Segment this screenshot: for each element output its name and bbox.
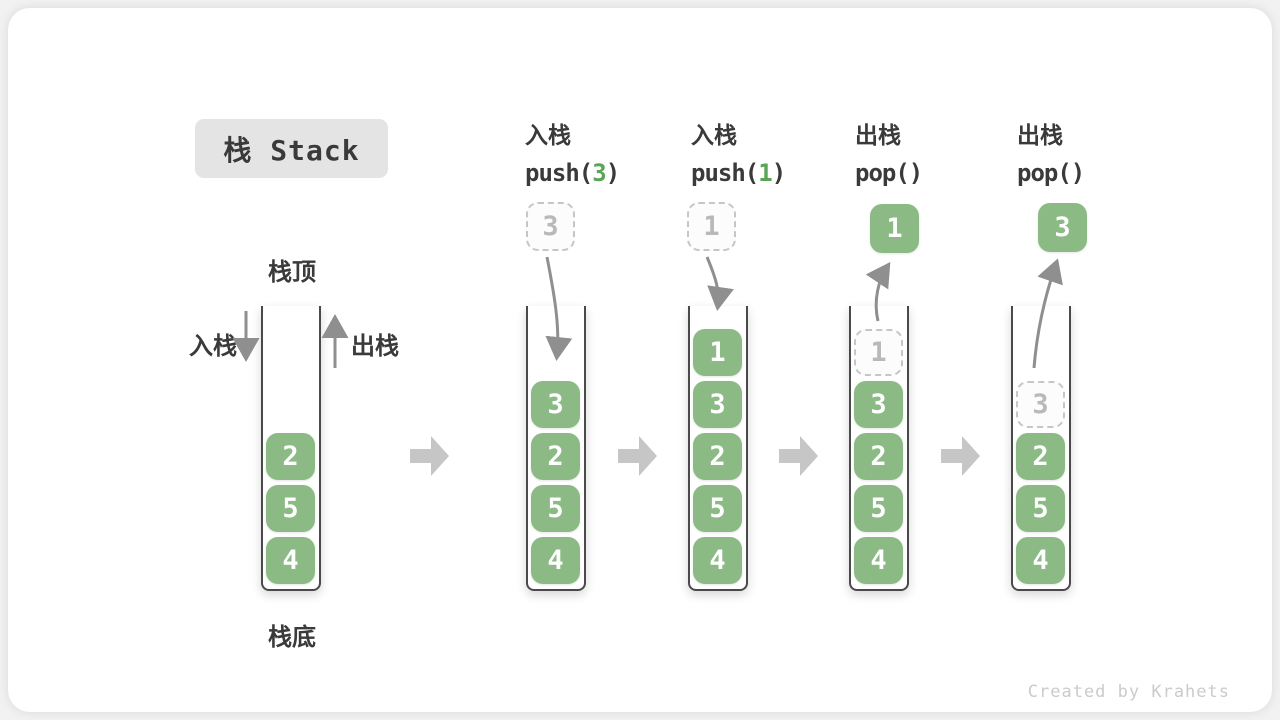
stack-cell: 5	[693, 485, 742, 532]
stack-cell: 2	[266, 433, 315, 480]
stack-cell: 3	[531, 381, 580, 428]
popped-value-cell: 3	[1038, 203, 1087, 252]
stack-cell: 3	[693, 381, 742, 428]
stack-cell: 2	[693, 433, 742, 480]
stack-container-initial: 2 5 4	[261, 306, 321, 591]
stack-container-after-pop-1: 1 3 2 5 4	[849, 306, 909, 591]
stack-cell: 2	[531, 433, 580, 480]
op-label: 入栈	[525, 122, 571, 148]
code-post: )	[605, 159, 620, 187]
op-header-push-3: 入栈 push(3)	[525, 116, 620, 187]
code-pre: pop()	[855, 159, 923, 187]
stack-cell: 4	[854, 537, 903, 584]
popped-ghost-cell: 1	[854, 329, 903, 376]
stack-cell: 4	[693, 537, 742, 584]
stack-bottom-label: 栈底	[268, 624, 316, 651]
op-header-pop-1: 出栈 pop()	[855, 116, 923, 187]
op-header-push-1: 入栈 push(1)	[691, 116, 786, 187]
flow-arrow-icon	[618, 436, 657, 476]
popped-ghost-cell: 3	[1016, 381, 1065, 428]
op-code: pop()	[1017, 159, 1085, 187]
stack-cell: 3	[854, 381, 903, 428]
stack-cell: 5	[854, 485, 903, 532]
stack-cell: 4	[266, 537, 315, 584]
code-post: )	[771, 159, 786, 187]
stack-cell: 5	[531, 485, 580, 532]
popped-value-cell: 1	[870, 204, 919, 253]
stack-top-label: 栈顶	[268, 259, 316, 286]
pushed-value-ghost-cell: 1	[687, 202, 736, 251]
stack-cell: 5	[266, 485, 315, 532]
op-label: 出栈	[855, 122, 901, 148]
flow-arrow-icon	[779, 436, 818, 476]
stack-cell: 5	[1016, 485, 1065, 532]
op-label: 入栈	[691, 122, 737, 148]
flow-arrow-icon	[410, 436, 449, 476]
code-arg: 1	[758, 159, 772, 187]
stack-cell: 4	[531, 537, 580, 584]
code-pre: push(	[525, 159, 593, 187]
push-1-arrow-icon	[705, 256, 734, 311]
stack-cell: 1	[693, 329, 742, 376]
stack-container-after-pop-2: 3 2 5 4	[1011, 306, 1071, 591]
title-badge: 栈 Stack	[195, 119, 388, 178]
pop-out-label: 出栈	[351, 333, 399, 360]
op-header-pop-2: 出栈 pop()	[1017, 116, 1085, 187]
diagram-card: 栈 Stack 入栈 push(3) 入栈 push(1) 出栈 pop() 出…	[8, 8, 1272, 712]
pushed-value-ghost-cell: 3	[526, 202, 575, 251]
flow-arrow-icon	[941, 436, 980, 476]
stack-container-after-push-3: 3 2 5 4	[526, 306, 586, 591]
code-arg: 3	[592, 159, 606, 187]
op-code: pop()	[855, 159, 923, 187]
op-label: 出栈	[1017, 122, 1063, 148]
op-code: push(3)	[525, 159, 620, 187]
stack-cell: 4	[1016, 537, 1065, 584]
code-pre: push(	[691, 159, 759, 187]
stack-container-after-push-1: 1 3 2 5 4	[688, 306, 748, 591]
stack-cell: 2	[854, 433, 903, 480]
code-pre: pop()	[1017, 159, 1085, 187]
op-code: push(1)	[691, 159, 786, 187]
stack-cell: 2	[1016, 433, 1065, 480]
push-in-label: 入栈	[189, 333, 237, 360]
watermark: Created by Krahets	[1027, 682, 1230, 702]
